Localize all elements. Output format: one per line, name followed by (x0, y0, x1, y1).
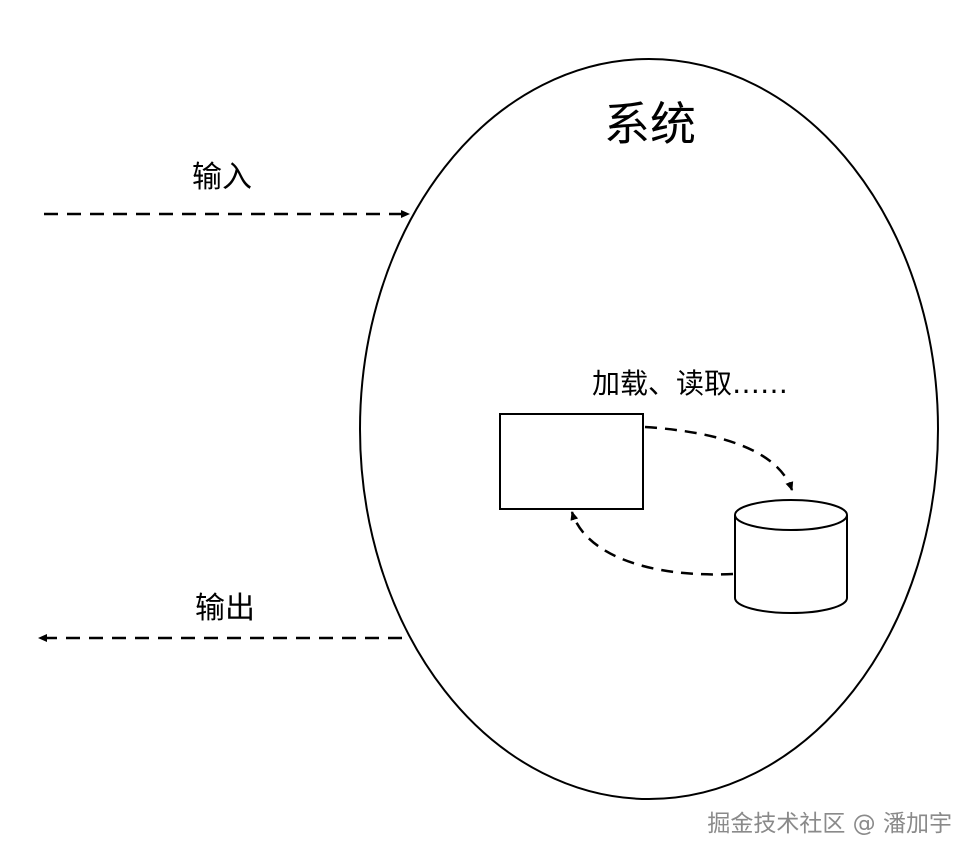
process-label: 加载、读取…… (592, 367, 788, 400)
watermark: 掘金技术社区 @ 潘加宇 (707, 811, 952, 837)
read-arrow (570, 511, 734, 576)
process-box (499, 413, 644, 510)
system-boundary (359, 58, 939, 800)
input-label: 输入 (192, 160, 252, 195)
database-icon (734, 499, 848, 614)
system-label: 系统 (604, 97, 696, 151)
output-label: 输出 (195, 591, 255, 626)
load-arrow (644, 425, 794, 491)
